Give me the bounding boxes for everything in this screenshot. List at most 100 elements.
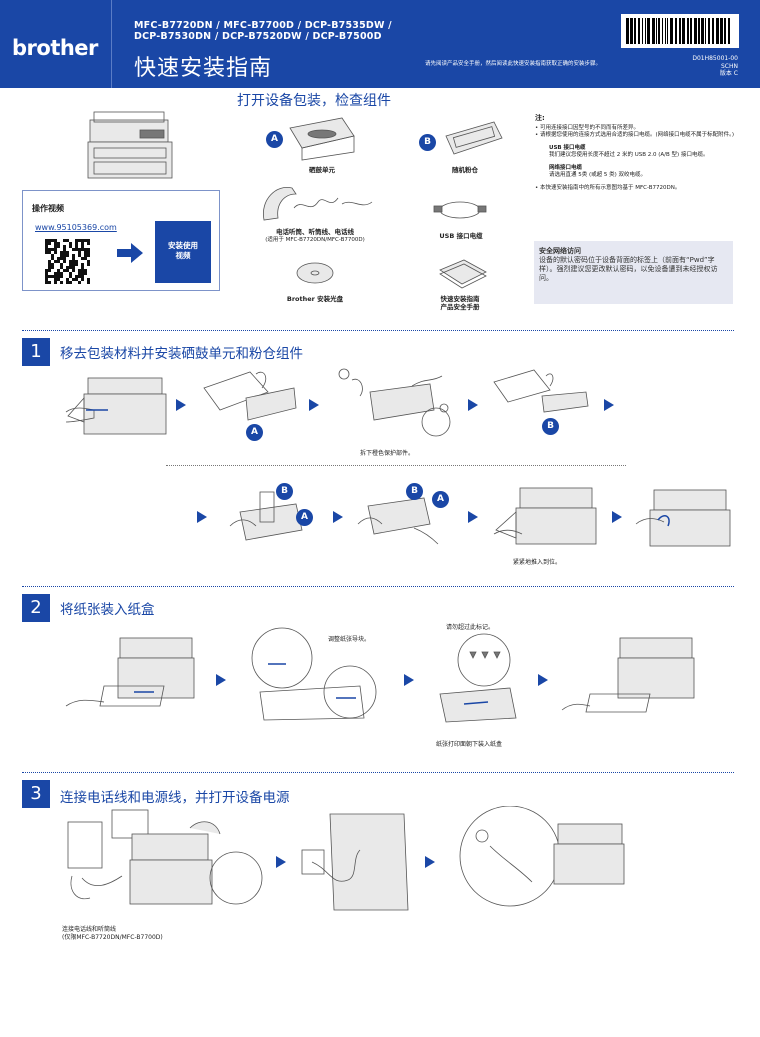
manuals-illustration (439, 259, 487, 289)
step1-install-drum-illustration (493, 487, 597, 545)
printer-illustration (87, 111, 173, 179)
divider-3 (22, 772, 734, 773)
step1-arrow-7 (468, 511, 478, 523)
step1-insert-toner-illustration (229, 491, 303, 541)
manual-label-1: 快速安装指南 (440, 295, 480, 303)
step1-arrow-6 (333, 511, 343, 523)
step-3-title: 连接电话线和电源线，并打开设备电源 (60, 790, 290, 806)
model-list: MFC-B7720DN / MFC-B7700D / DCP-B7535DW /… (134, 20, 392, 42)
install-video-button-line1: 安装使用 (168, 241, 198, 250)
install-video-button[interactable]: 安装使用 视频 (155, 221, 211, 283)
badge-a: A (266, 131, 283, 148)
step1-assembly-illustration (357, 497, 439, 545)
step3-arrow-2 (425, 856, 435, 868)
phone-label: 电话听筒、听筒线、电话线 (适用于 MFC-B7720DN/MFC-B7700D… (250, 228, 380, 244)
video-title: 操作视频 (32, 204, 64, 213)
step1-caption-push: 紧紧地推入到位。 (513, 559, 562, 566)
usb-cable-illustration (433, 201, 487, 219)
step3-phone-connection-illustration (67, 809, 263, 905)
step2-pull-tray-illustration (65, 637, 195, 707)
install-video-button-line2: 视频 (175, 251, 191, 260)
models-line-1: MFC-B7720DN / MFC-B7700D / DCP-B7535DW / (134, 20, 392, 31)
step1-badge-a3: A (432, 491, 449, 508)
usb-label: USB 接口电缆 (439, 232, 483, 240)
security-body: 设备的默认密码位于设备背面的标签上（前面有“Pwd”字样）。强烈建议您更改默认密… (539, 256, 718, 282)
step2-caption-mark: 请勿超过此标记。 (446, 624, 495, 631)
step-3-number: 3 (22, 780, 50, 808)
step1-arrow-8 (612, 511, 622, 523)
logo-area: brother (0, 0, 112, 88)
phone-handset-illustration (262, 187, 373, 221)
doc-code: D01H85001-00 (692, 55, 738, 62)
barcode-bars (626, 18, 730, 44)
step1-arrow-5 (197, 511, 207, 523)
step3-power-on-illustration (459, 806, 625, 907)
notes-usb-title: USB 接口电缆 (549, 144, 586, 151)
divider-1 (22, 330, 734, 331)
step1-arrow-3 (468, 399, 478, 411)
barcode-image (621, 14, 739, 48)
notes-net-title: 网络接口电缆 (549, 164, 583, 171)
arrow-right-icon (117, 243, 143, 263)
security-title: 安全网络访问 (539, 247, 581, 255)
step-1-title: 移去包装材料并安装硒鼓单元和粉仓组件 (60, 346, 303, 362)
manuals-label: 快速安装指南 产品安全手册 (420, 295, 500, 311)
notes-line-3: • 本快速安装指南中的所有示意图均基于 MFC-B7720DN。 (535, 184, 681, 191)
header-note: 请先阅读产品安全手册，然后阅读此快速安装指南获取正确的安装步骤。 (425, 61, 602, 67)
step3-arrow-1 (276, 856, 286, 868)
doc-lang: SCHN (721, 62, 738, 70)
page-title: 快速安装指南 (134, 56, 273, 81)
doc-info: D01H85001-00 SCHN 版本 C (692, 55, 738, 78)
step1-badge-a2: A (296, 509, 313, 526)
step1-badge-a: A (246, 424, 263, 441)
step3-power-cord-illustration (301, 813, 409, 911)
badge-b: B (419, 134, 436, 151)
doc-version: 版本 C (719, 70, 738, 77)
security-box: 安全网络访问 设备的默认密码位于设备背面的标签上（前面有“Pwd”字样）。强烈建… (534, 241, 733, 304)
drum-unit-label: 硒鼓单元 (309, 166, 335, 174)
step1-remove-protector-illustration (338, 368, 451, 437)
step1-toner-unpack-illustration (493, 369, 589, 413)
drum-unit-illustration (289, 117, 355, 161)
step-2-title: 将纸张装入纸盒 (60, 602, 155, 618)
toner-label: 随机粉仓 (452, 166, 478, 174)
step-2-number: 2 (22, 594, 50, 622)
step1-badge-b2: B (276, 483, 293, 500)
phone-label-main: 电话听筒、听筒线、电话线 (276, 228, 354, 236)
notes-usb-body: 我们建议您使用长度不超过 2 米的 USB 2.0 (A/B 型) 接口电缆。 (549, 152, 709, 158)
step1-arrow-1 (176, 399, 186, 411)
step1-arrow-4 (604, 399, 614, 411)
divider-2 (22, 586, 734, 587)
header-banner: brother MFC-B7720DN / MFC-B7700D / DCP-B… (0, 0, 760, 88)
video-link[interactable]: www.95105369.com (35, 223, 117, 232)
models-line-2: DCP-B7530DN / DCP-B7520DW / DCP-B7500D (134, 31, 382, 42)
step2-arrow-2 (404, 674, 414, 686)
step2-insert-tray-illustration (561, 637, 695, 713)
notes-line-2: • 请根据您使用的连接方式选用合适的接口电缆。(网络接口电缆不属于标配附件。) (535, 132, 735, 138)
step2-arrow-3 (538, 674, 548, 686)
phone-label-sub: (适用于 MFC-B7720DN/MFC-B7700D) (265, 237, 365, 243)
step2-load-paper-illustration (439, 633, 517, 723)
step1-drum-unpack-illustration (203, 371, 297, 421)
step1-close-cover-illustration (635, 489, 731, 547)
brother-logo: brother (12, 36, 98, 60)
step3-caption-phone: 连接电话线和听筒线 (62, 926, 117, 933)
step-1-number: 1 (22, 338, 50, 366)
notes-title: 注: (535, 114, 545, 122)
step2-arrow-1 (216, 674, 226, 686)
notes-panel: 注: • 可用连接接口因型号的不同而有所差异。 • 请根据您使用的连接方式选用合… (535, 114, 735, 192)
step1-inner-divider (166, 465, 626, 466)
manual-label-2: 产品安全手册 (440, 303, 480, 311)
step2-adjust-guides-illustration (251, 627, 377, 721)
step1-badge-b: B (542, 418, 559, 435)
step1-printer-open-illustration (65, 377, 167, 435)
video-box: 操作视频 www.95105369.com 安装使用 视频 (22, 190, 220, 291)
toner-cartridge-illustration (445, 121, 503, 155)
cd-label: Brother 安装光盘 (286, 295, 344, 303)
step3-caption-phone-models: (仅限MFC-B7720DN/MFC-B7700D) (62, 934, 163, 941)
unbox-title: 打开设备包装，检查组件 (237, 93, 391, 109)
qr-code[interactable] (45, 239, 91, 285)
step1-badge-b3: B (406, 483, 423, 500)
step2-caption-facedown: 纸张打印面朝下装入纸盒 (436, 741, 503, 748)
notes-line-1: • 可用连接接口因型号的不同而有所差异。 (535, 124, 639, 131)
